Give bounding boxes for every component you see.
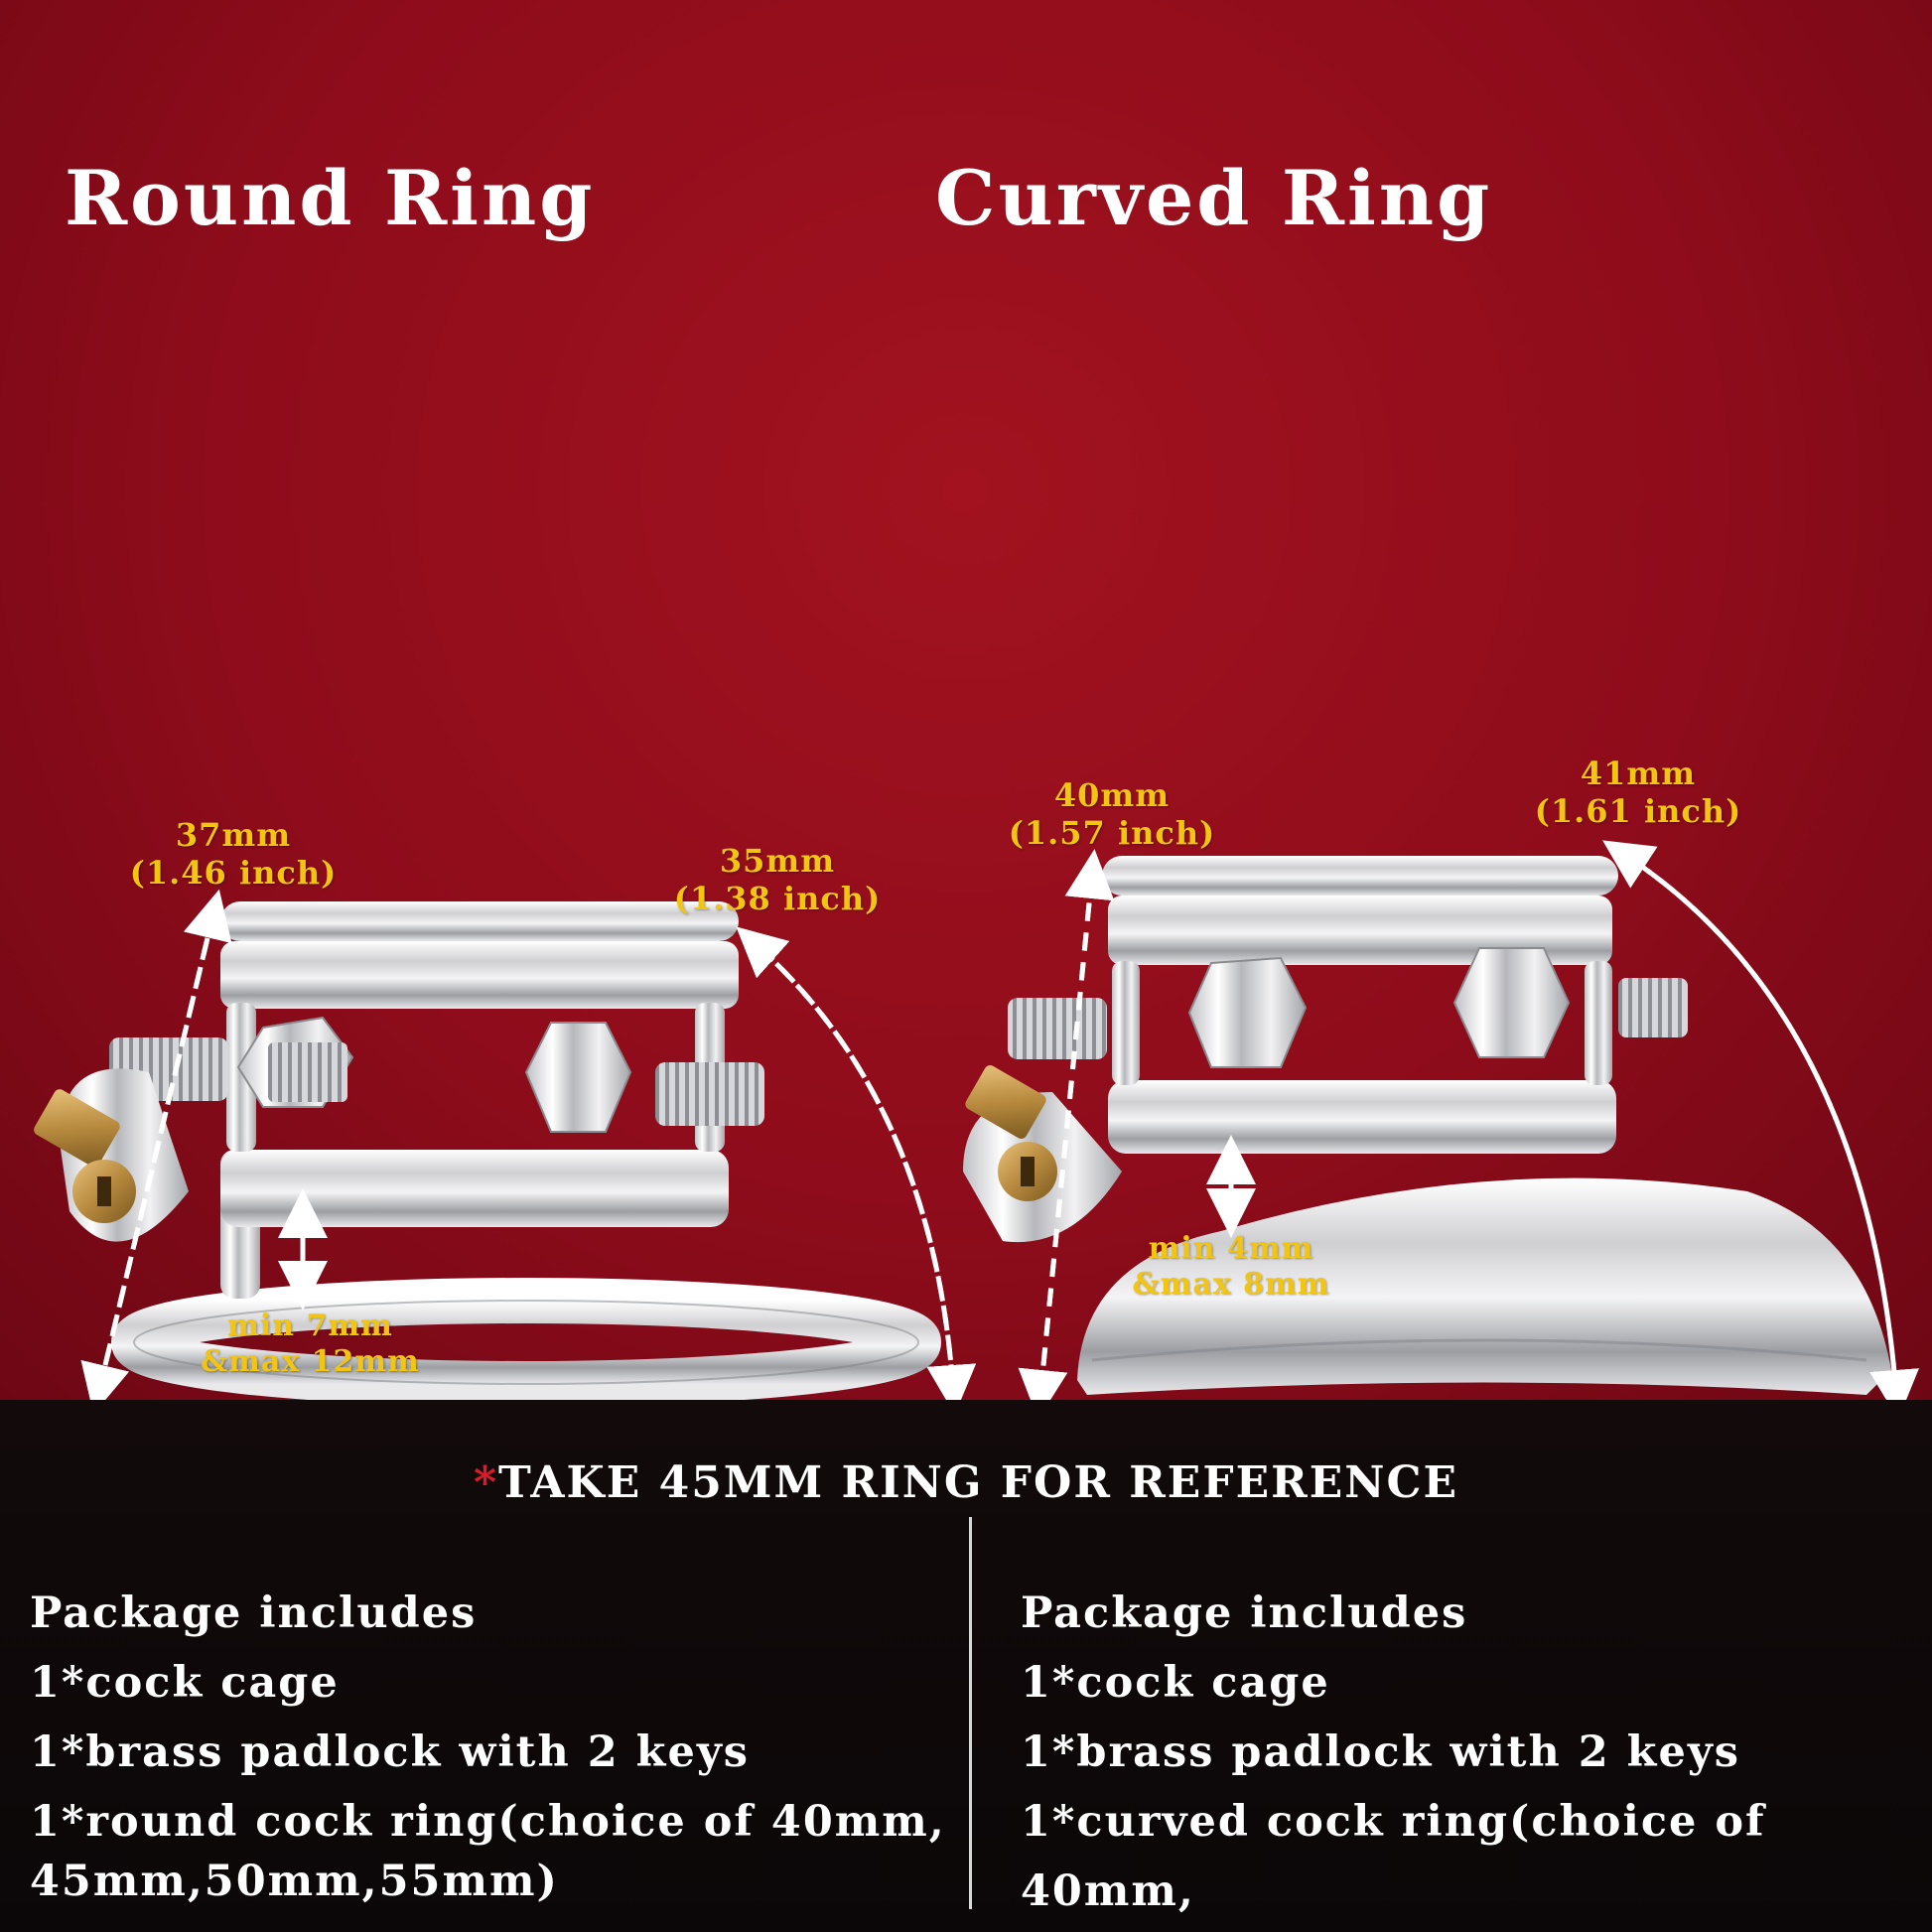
package-item: 1*round cock ring(choice of 40mm, xyxy=(30,1797,946,1847)
package-list-round: Package includes 1*cock cage 1*brass pad… xyxy=(30,1579,953,1916)
round-height-label: 37mm (1.46 inch) xyxy=(119,816,347,892)
round-length-label: 35mm (1.38 inch) xyxy=(663,842,892,917)
curved-gap-label: min 4mm &max 8mm xyxy=(1117,1231,1345,1303)
curved-ring-cage xyxy=(963,856,1891,1395)
package-title: Package includes xyxy=(30,1588,478,1638)
curved-gap-min: min 4mm xyxy=(1148,1231,1314,1266)
round-height-in: (1.46 inch) xyxy=(129,854,338,892)
round-gap-label: min 7mm &max 12mm xyxy=(179,1309,442,1380)
round-gap-min: min 7mm xyxy=(227,1309,393,1343)
package-item: 45mm,50mm,55mm) xyxy=(1021,1916,1914,1932)
round-height-mm: 37mm xyxy=(175,816,292,854)
package-item: 45mm,50mm,55mm) xyxy=(30,1857,559,1906)
curved-height-label: 40mm (1.57 inch) xyxy=(998,776,1226,852)
reference-note: *TAKE 45MM RING FOR REFERENCE xyxy=(0,1457,1932,1508)
package-item: 1*curved cock ring(choice of 40mm, xyxy=(1021,1797,1766,1916)
product-photos xyxy=(34,840,1919,1400)
asterisk: * xyxy=(473,1457,498,1508)
package-item: 1*brass padlock with 2 keys xyxy=(30,1727,751,1777)
round-length-in: (1.38 inch) xyxy=(673,880,882,917)
heading-round-ring: Round Ring xyxy=(65,154,596,242)
black-footer xyxy=(0,1400,1932,1932)
round-length-mm: 35mm xyxy=(719,842,836,880)
package-title: Package includes xyxy=(1021,1588,1468,1638)
round-ring-cage xyxy=(34,901,941,1400)
column-divider xyxy=(969,1517,972,1909)
reference-text: TAKE 45MM RING FOR REFERENCE xyxy=(498,1457,1459,1508)
heading-curved-ring: Curved Ring xyxy=(935,154,1493,242)
package-list-curved: Package includes 1*cock cage 1*brass pad… xyxy=(1021,1579,1914,1932)
curved-height-mm: 40mm xyxy=(1053,776,1171,814)
curved-length-in: (1.61 inch) xyxy=(1534,792,1742,830)
curved-height-in: (1.57 inch) xyxy=(1008,814,1216,852)
round-gap-max: &max 12mm xyxy=(201,1344,420,1379)
curved-length-label: 41mm (1.61 inch) xyxy=(1524,755,1752,830)
curved-length-mm: 41mm xyxy=(1580,755,1697,792)
package-item: 1*brass padlock with 2 keys xyxy=(1021,1727,1741,1777)
curved-gap-max: &max 8mm xyxy=(1132,1267,1330,1302)
package-item: 1*cock cage xyxy=(30,1658,340,1708)
measurement-arrows xyxy=(80,840,1919,1400)
package-item: 1*cock cage xyxy=(1021,1658,1330,1708)
